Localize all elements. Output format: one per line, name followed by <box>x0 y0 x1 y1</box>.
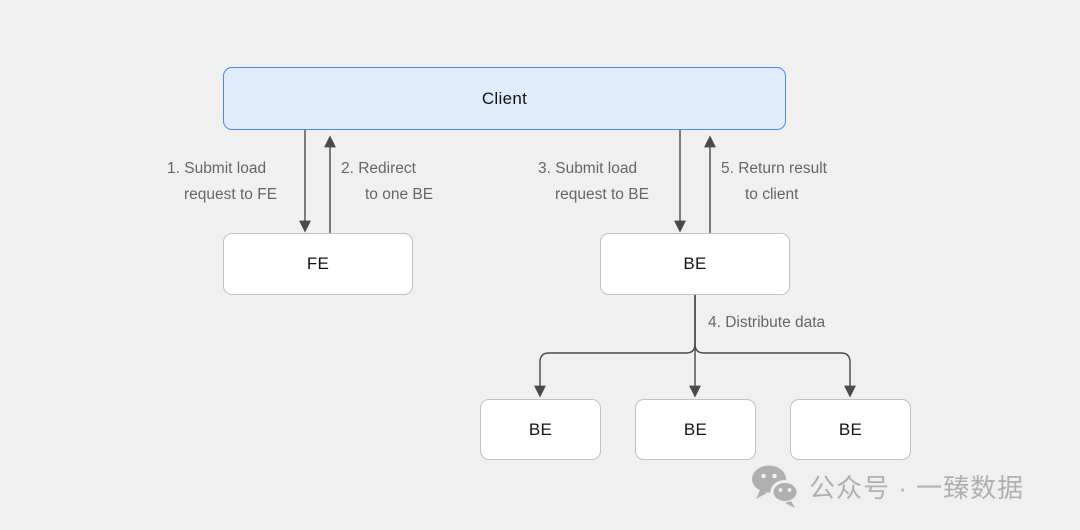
label-step1-line2: request to FE <box>184 186 278 203</box>
watermark-text: 公众号 · 一臻数据 <box>809 472 1025 503</box>
label-step5-line1: 5. Return result <box>721 160 827 177</box>
node-be-worker-2-label: BE <box>683 419 708 439</box>
label-step3-line1: 3. Submit load <box>538 160 638 177</box>
label-step3-line2: request to BE <box>555 186 649 203</box>
watermark: 公众号 · 一臻数据 <box>750 464 1024 508</box>
label-step1-line1: 1. Submit load <box>167 160 267 177</box>
node-be-worker-3: BE <box>790 399 911 460</box>
node-client: Client <box>223 67 786 130</box>
label-step4: 4. Distribute data <box>708 310 825 336</box>
label-step2-line1: 2. Redirect <box>341 160 416 177</box>
label-step2-line2: to one BE <box>365 186 434 203</box>
label-step1: 1. Submit load request to FE <box>167 156 277 208</box>
label-step5-line2: to client <box>745 186 799 203</box>
label-step3: 3. Submit load request to BE <box>538 156 649 208</box>
wechat-icon <box>752 465 800 508</box>
node-be-worker-1: BE <box>480 399 601 460</box>
node-be-coordinator-label: BE <box>683 254 707 273</box>
label-step2: 2. Redirect to one BE <box>341 156 433 208</box>
node-fe-label: FE <box>306 254 330 273</box>
node-be-worker-3-label: BE <box>838 419 863 439</box>
label-step5: 5. Return result to client <box>721 156 827 208</box>
node-be-worker-2: BE <box>635 399 756 460</box>
label-step4-line1: 4. Distribute data <box>708 314 826 331</box>
node-fe: FE <box>223 233 413 295</box>
edge-distribute-left-arrow <box>534 295 696 398</box>
node-be-coordinator: BE <box>600 233 790 295</box>
node-be-worker-1-label: BE <box>528 419 553 439</box>
node-client-label: Client <box>481 88 528 108</box>
